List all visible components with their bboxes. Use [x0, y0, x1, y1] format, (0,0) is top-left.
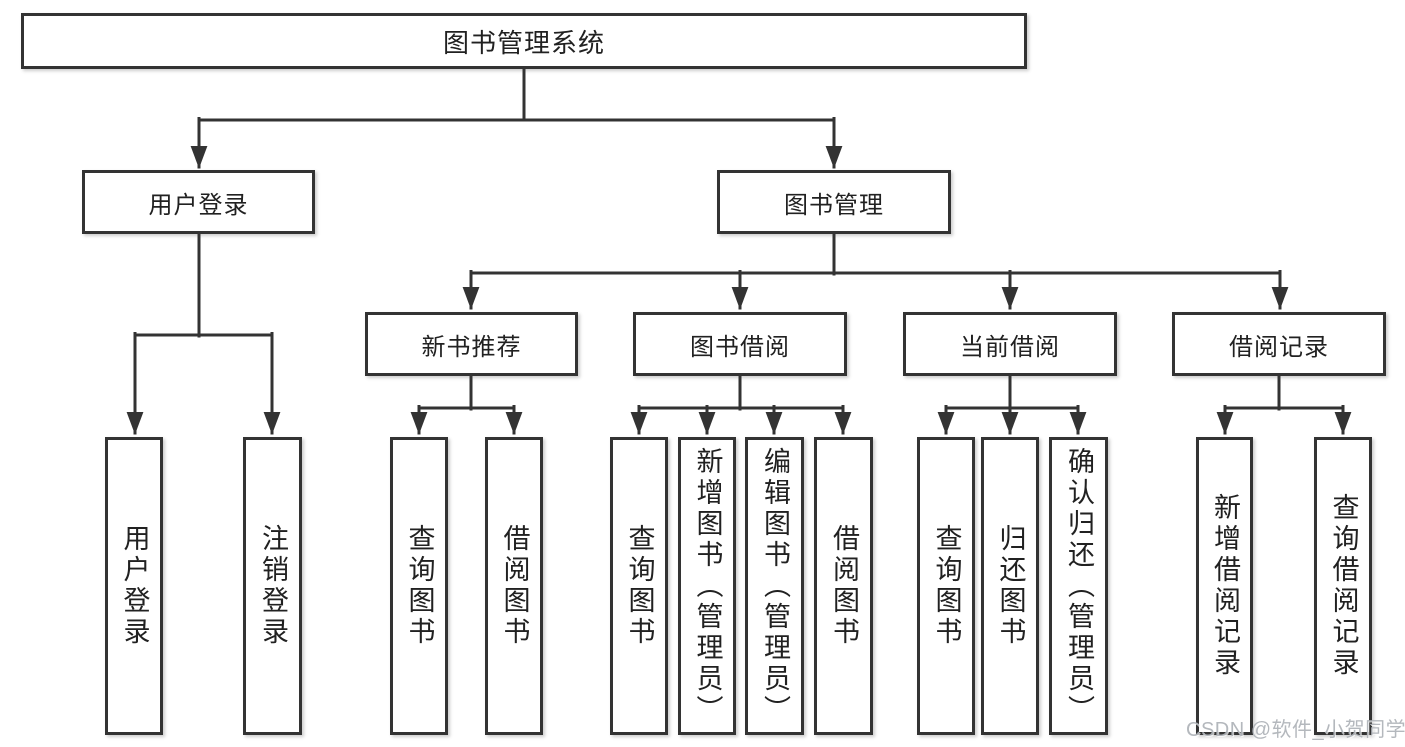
- node-label-new-book-recommend: 新书推荐: [421, 333, 522, 361]
- node-book-borrowing: 图书借阅: [633, 312, 847, 376]
- connector-book-management-children: [462, 232, 1289, 310]
- node-label-book-management: 图书管理: [784, 191, 884, 219]
- node-label-query-books-recommend: 查询图书: [404, 524, 435, 648]
- connector-book-borrowing-children: [630, 374, 852, 435]
- node-current-borrowing: 当前借阅: [903, 312, 1117, 376]
- node-leaf-query-books-recommend: 查询图书: [390, 437, 448, 735]
- node-label-current-borrowing: 当前借阅: [960, 333, 1060, 361]
- node-leaf-add-borrow-record: 新增借阅记录: [1196, 437, 1253, 735]
- node-borrowing-records: 借阅记录: [1172, 312, 1386, 376]
- node-label-borrowing-records: 借阅记录: [1229, 333, 1329, 361]
- connector-new-book-recommend-children: [410, 374, 523, 435]
- node-leaf-query-books-current: 查询图书: [917, 437, 975, 735]
- node-leaf-borrow-books: 借阅图书: [814, 437, 873, 735]
- connector-borrowing-records-children: [1216, 374, 1352, 435]
- node-label-query-books-current: 查询图书: [931, 524, 962, 648]
- connector-current-borrowing-children: [937, 374, 1087, 435]
- node-book-management: 图书管理: [717, 170, 951, 234]
- node-leaf-add-books-admin: 新增图书（管理员）: [678, 437, 736, 735]
- node-leaf-edit-books-admin: 编辑图书（管理员）: [745, 437, 804, 735]
- node-library-management-system: 图书管理系统: [21, 13, 1027, 69]
- node-leaf-borrow-books-recommend: 借阅图书: [485, 437, 543, 735]
- node-label-confirm-return-admin: 确认归还（管理员）: [1064, 446, 1094, 726]
- node-label-borrow-books-recommend: 借阅图书: [499, 524, 530, 648]
- node-label-query-borrow-record: 查询借阅记录: [1328, 493, 1359, 679]
- node-label-library-management-system: 图书管理系统: [442, 27, 605, 58]
- connector-root-to-level2: [190, 67, 843, 169]
- node-label-add-borrow-record: 新增借阅记录: [1210, 493, 1240, 679]
- node-leaf-logout: 注销登录: [243, 437, 302, 735]
- node-label-edit-books-admin: 编辑图书（管理员）: [760, 446, 790, 726]
- node-label-borrow-books: 借阅图书: [829, 524, 859, 648]
- node-label-leaf-user-login: 用户登录: [119, 524, 150, 648]
- node-leaf-confirm-return-admin: 确认归还（管理员）: [1049, 437, 1108, 735]
- node-label-add-books-admin: 新增图书（管理员）: [692, 446, 723, 726]
- node-leaf-user-login: 用户登录: [105, 437, 163, 735]
- node-user-login: 用户登录: [82, 170, 315, 234]
- node-label-user-login: 用户登录: [148, 191, 249, 219]
- node-leaf-return-books: 归还图书: [981, 437, 1039, 735]
- node-label-return-books: 归还图书: [995, 524, 1026, 648]
- node-label-leaf-logout: 注销登录: [258, 524, 288, 648]
- node-label-query-books-borrowing: 查询图书: [624, 524, 655, 648]
- csdn-watermark: CSDN @软件_小贺同学: [1186, 719, 1405, 741]
- connector-user-login-children: [126, 232, 281, 435]
- node-new-book-recommend: 新书推荐: [365, 312, 578, 376]
- node-label-book-borrowing: 图书借阅: [690, 333, 790, 361]
- node-leaf-query-books-borrowing: 查询图书: [610, 437, 668, 735]
- node-leaf-query-borrow-record: 查询借阅记录: [1314, 437, 1372, 735]
